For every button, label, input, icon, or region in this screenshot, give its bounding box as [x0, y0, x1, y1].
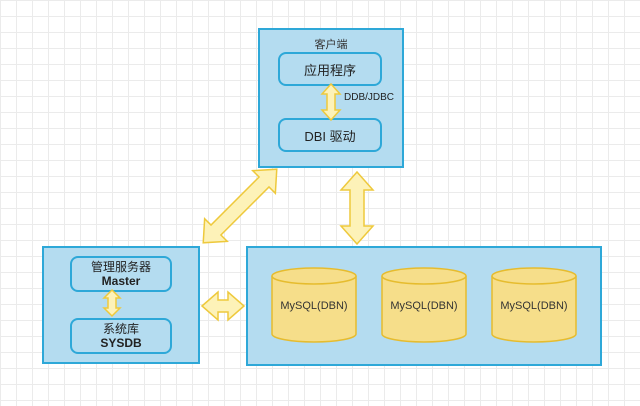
sysdb-node: 系统库 SYSDB	[70, 318, 172, 354]
mysql-label-3: MySQL(DBN)	[500, 300, 568, 312]
master-server-node: 管理服务器 Master	[70, 256, 172, 292]
mysql-label-2: MySQL(DBN)	[390, 300, 458, 312]
mysql-cylinder-1	[271, 267, 357, 343]
mysql-label-1: MySQL(DBN)	[280, 300, 348, 312]
client-management-arrow	[202, 168, 278, 244]
client-title: 客户端	[314, 39, 348, 51]
master-sysdb-arrow	[102, 288, 122, 318]
management-storage-arrow	[200, 290, 246, 322]
dbi-driver-node: DBI 驱动	[278, 118, 382, 152]
master-server-label-en: Master	[101, 274, 141, 288]
client-storage-arrow	[339, 170, 375, 246]
app-driver-arrow	[320, 82, 342, 122]
dbi-driver-label: DBI 驱动	[304, 128, 356, 144]
management-panel: 管理服务器 Master 系统库 SYSDB	[42, 246, 200, 364]
mysql-cylinder-3	[491, 267, 577, 343]
client-panel: 客户端 应用程序 DBI 驱动	[258, 28, 404, 168]
application-label: 应用程序	[303, 62, 356, 78]
ddb-jdbc-label: DDB/JDBC	[344, 92, 395, 103]
sysdb-label-cn: 系统库	[102, 322, 139, 336]
sysdb-label-en: SYSDB	[100, 336, 142, 350]
mysql-cylinder-2	[381, 267, 467, 343]
master-server-label-cn: 管理服务器	[90, 260, 151, 274]
